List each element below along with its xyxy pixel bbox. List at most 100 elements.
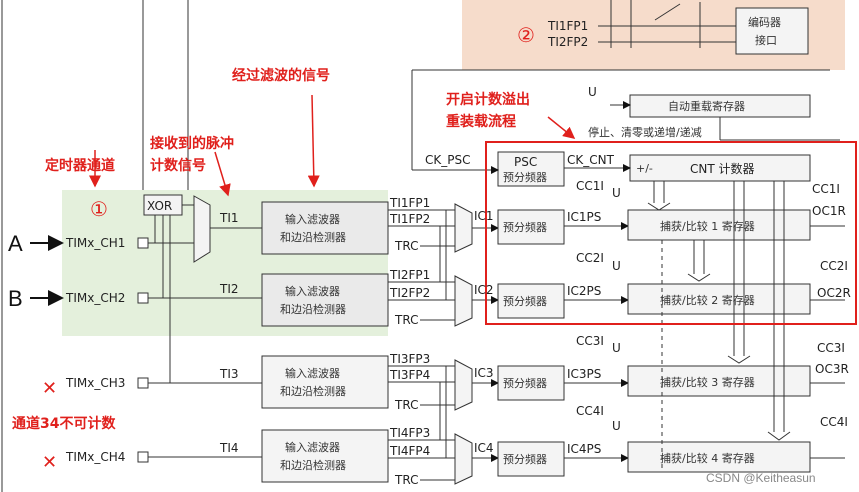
filter-output-wires [388, 209, 455, 481]
pin-ch4 [137, 451, 149, 463]
sig-ic4ps: IC4PS [567, 442, 601, 456]
ann-filtered-signal: 经过滤波的信号 [232, 67, 330, 84]
ic-muxes [454, 203, 473, 485]
sig-ti1fp2: TI1FP2 [389, 212, 430, 226]
sig-ti1fp1: TI1FP1 [389, 196, 430, 210]
prescaler1: 预分频器 [503, 220, 547, 234]
psc-l2: 预分频器 [503, 170, 547, 184]
label-ch2: TIMx_CH2 [65, 291, 125, 305]
enc-ti1fp1: TI1FP1 [547, 19, 588, 33]
label-ch1: TIMx_CH1 [65, 236, 125, 250]
sig-ti2fp2: TI2FP2 [389, 286, 430, 300]
prescaler2: 预分频器 [503, 294, 547, 308]
sig-oc3r: OC3R [815, 362, 849, 376]
ann-ch34: 通道34不可计数 [12, 415, 116, 432]
sig-oc1r: OC1R [812, 204, 846, 218]
encoder-l1: 编码器 [748, 15, 781, 29]
sig-ti2: TI2 [219, 282, 239, 296]
filter1-l1: 输入滤波器 [285, 212, 340, 226]
filter3-l1: 输入滤波器 [285, 366, 340, 380]
sig-ti4fp4: TI4FP4 [389, 444, 430, 458]
ti1-mux [193, 195, 211, 263]
x-ch3: ✕ [42, 378, 57, 398]
cc-registers [627, 209, 811, 473]
sig-u-top: U [588, 85, 597, 99]
sig-trc-4: TRC [394, 473, 418, 487]
sig-trc-2: TRC [394, 313, 418, 327]
input-a: A [8, 231, 23, 256]
cc2-register: 捕获/比较 2 寄存器 [660, 293, 755, 307]
cnt-label: CNT 计数器 [690, 161, 755, 176]
sig-cc3i: CC3I [576, 334, 604, 348]
filter3-l2: 和边沿检测器 [280, 384, 346, 398]
sig-ic2ps: IC2PS [567, 284, 601, 298]
sig-ck-psc: CK_PSC [425, 153, 470, 167]
autoreload-label: 自动重载寄存器 [668, 99, 745, 113]
x-ch4: ✕ [42, 452, 57, 472]
psc-box [497, 151, 565, 187]
sig-ti4fp3: TI4FP3 [389, 426, 430, 440]
prescaler-boxes [497, 209, 565, 477]
psc-l1: PSC [514, 155, 537, 169]
enc-ti2fp2: TI2FP2 [547, 35, 588, 49]
filter1-l2: 和边沿检测器 [280, 230, 346, 244]
sig-oc2r: OC2R [817, 286, 851, 300]
pin-ch1 [137, 237, 149, 249]
sig-ck-cnt: CK_CNT [567, 153, 615, 167]
cc1-register: 捕获/比较 1 寄存器 [660, 219, 755, 233]
filter2-l2: 和边沿检测器 [280, 302, 346, 316]
cnt-plus-minus: +/- [636, 162, 653, 175]
sig-cc1i-right: CC1I [812, 182, 840, 196]
filter4-l1: 输入滤波器 [285, 440, 340, 454]
encoder-interface-box [735, 7, 809, 55]
label-ch4: TIMx_CH4 [65, 450, 125, 464]
sig-ti4: TI4 [219, 441, 239, 455]
sig-ic3ps: IC3PS [567, 367, 601, 381]
sig-ti2fp1: TI2FP1 [389, 268, 430, 282]
sig-ti3fp4: TI3FP4 [389, 368, 430, 382]
sig-u-2: U [612, 259, 621, 273]
cnt-box [629, 154, 811, 182]
sig-u-3: U [612, 341, 621, 355]
annotation-arrows [89, 94, 576, 197]
sig-cc3i-right: CC3I [817, 341, 845, 355]
sig-ic2: IC2 [474, 283, 494, 297]
cnt-register-links [647, 181, 791, 441]
sig-ic1: IC1 [474, 209, 494, 223]
sig-cc4i-right: CC4I [820, 415, 848, 429]
sig-u-1: U [612, 186, 621, 200]
cc4-register: 捕获/比较 4 寄存器 [660, 451, 755, 465]
sig-ic4: IC4 [474, 441, 494, 455]
sig-ic3: IC3 [474, 366, 494, 380]
circle-two: ② [517, 23, 535, 47]
cc3-register: 捕获/比较 3 寄存器 [660, 375, 755, 389]
pin-ch2 [137, 292, 149, 304]
filter-boxes [261, 201, 389, 483]
filter4-l2: 和边沿检测器 [280, 458, 346, 472]
encoder-l2: 接口 [755, 34, 777, 47]
ann-overflow-1: 开启计数溢出 [446, 91, 530, 108]
sig-u-4: U [612, 419, 621, 433]
sig-trc-1: TRC [394, 239, 418, 253]
circle-one: ① [90, 197, 108, 221]
ann-received-pulse-2: 计数信号 [150, 157, 206, 174]
sig-trc-3: TRC [394, 398, 418, 412]
filter2-l1: 输入滤波器 [285, 284, 340, 298]
stop-note: 停止、清零或递增/递减 [588, 125, 702, 139]
pin-ch3 [137, 377, 149, 389]
sig-ic1ps: IC1PS [567, 210, 601, 224]
sig-cc2i-right: CC2I [820, 259, 848, 273]
input-b: B [8, 286, 23, 311]
prescaler4: 预分频器 [503, 452, 547, 466]
sig-ti1: TI1 [219, 211, 239, 225]
sig-cc2i: CC2I [576, 251, 604, 265]
ann-overflow-2: 重装载流程 [446, 113, 516, 130]
ann-received-pulse-1: 接收到的脉冲 [150, 135, 234, 152]
sig-ti3fp3: TI3FP3 [389, 352, 430, 366]
label-ch3: TIMx_CH3 [65, 376, 125, 390]
sig-ti3: TI3 [219, 367, 239, 381]
ann-timer-channel: 定时器通道 [45, 157, 115, 174]
xor-label: XOR [147, 199, 172, 213]
